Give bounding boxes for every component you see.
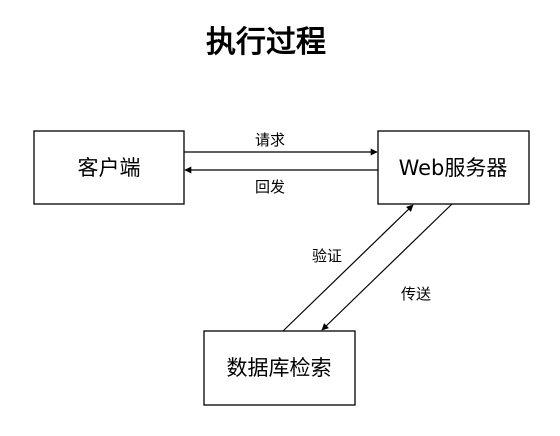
- client-node: 客户端: [33, 130, 185, 205]
- diagram-title: 执行过程: [206, 25, 326, 60]
- verify-arrow: [282, 204, 414, 332]
- verify-label: 验证: [312, 247, 342, 265]
- web-server-box: [377, 130, 530, 205]
- database-box: [203, 330, 356, 406]
- client-box: [33, 130, 185, 205]
- client-label: 客户端: [78, 156, 141, 180]
- database-label: 数据库检索: [227, 356, 332, 380]
- web-server-label: Web服务器: [399, 156, 508, 180]
- request-label: 请求: [255, 131, 285, 149]
- reply-label: 回发: [255, 178, 285, 196]
- transfer-arrow: [321, 203, 453, 331]
- transfer-label: 传送: [401, 285, 431, 303]
- web-server-node: Web服务器: [377, 130, 530, 205]
- database-node: 数据库检索: [203, 330, 356, 406]
